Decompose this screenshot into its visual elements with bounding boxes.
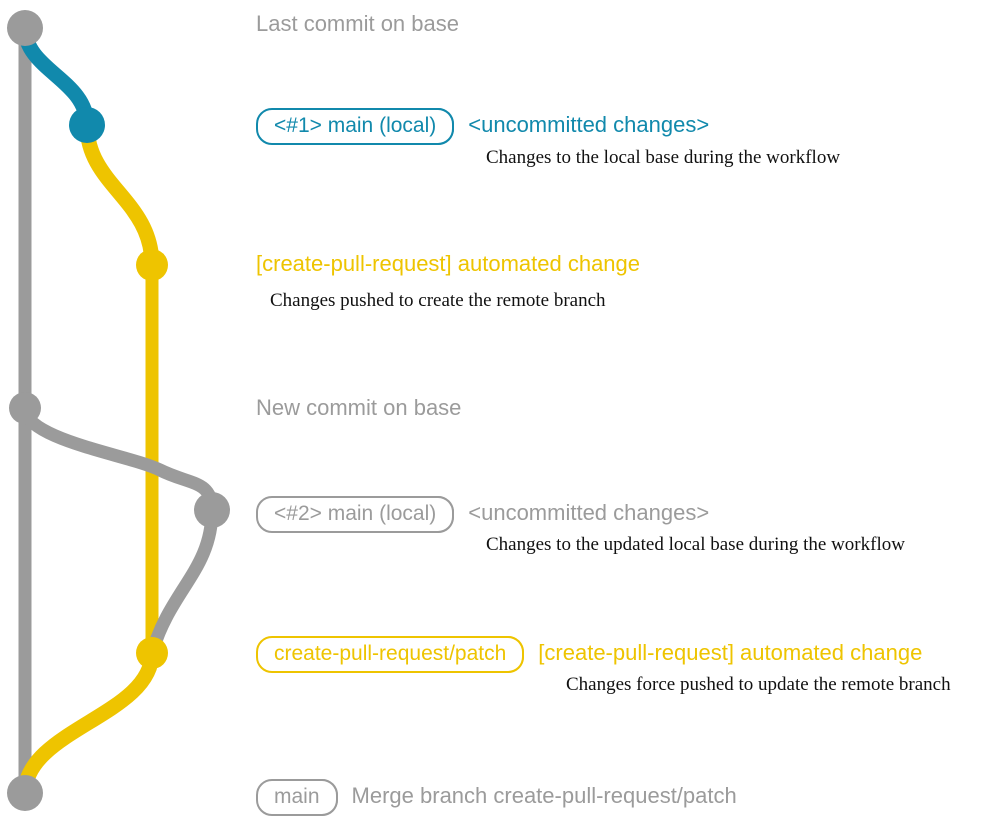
commit-row-last-commit-on-base: Last commit on base <box>256 11 459 36</box>
base-to-local2-line <box>18 401 219 517</box>
branch-badge-main-local-2[interactable]: <#2> main (local) <box>256 496 455 534</box>
local2-to-remote2-line <box>145 503 219 660</box>
branch-badge-main[interactable]: main <box>256 779 338 817</box>
commit-subject: Last commit on base <box>256 11 459 36</box>
commit-row-local-uncommitted-2: <#2> main (local) <uncommitted changes> <box>256 496 710 534</box>
commit-row-local-uncommitted-1: <#1> main (local) <uncommitted changes> <box>256 108 710 146</box>
commit-subject: New commit on base <box>256 395 462 420</box>
commit-node-remote-automated-change-2[interactable] <box>136 637 168 669</box>
commit-row-new-commit-on-base: New commit on base <box>256 395 462 420</box>
commit-node-local-uncommitted-2[interactable] <box>194 492 230 528</box>
commit-note-remote-automated-change-2: Changes force pushed to update the remot… <box>566 674 951 695</box>
branch-badge-label: main <box>274 785 320 808</box>
remote-branch-line-upper <box>79 117 160 273</box>
commit-node-last-commit-on-base[interactable] <box>7 10 43 46</box>
branch-badge-label: <#2> main (local) <box>274 502 437 525</box>
commit-node-local-uncommitted-1[interactable] <box>69 107 105 143</box>
commit-node-remote-automated-change-1[interactable] <box>136 249 168 281</box>
branch-badge-main-local-1[interactable]: <#1> main (local) <box>256 108 455 146</box>
branch-badge-label: create-pull-request/patch <box>274 642 507 665</box>
commit-node-merge-commit[interactable] <box>7 775 43 811</box>
commit-row-remote-automated-change-2: create-pull-request/patch [create-pull-r… <box>256 636 923 674</box>
commit-note-remote-automated-change-1: Changes pushed to create the remote bran… <box>270 290 606 311</box>
commit-subject: [create-pull-request] automated change <box>538 640 923 665</box>
commit-row-merge-commit: main Merge branch create-pull-request/pa… <box>256 779 737 817</box>
commit-subject: Merge branch create-pull-request/patch <box>351 783 737 808</box>
commit-node-new-commit-on-base[interactable] <box>9 392 41 424</box>
commit-subject: <uncommitted changes> <box>468 500 710 525</box>
commit-row-remote-automated-change-1: [create-pull-request] automated change <box>256 251 641 276</box>
branch-badge-label: <#1> main (local) <box>274 114 437 137</box>
remote-to-merge-line <box>17 645 160 801</box>
branch-badge-create-pull-request-patch[interactable]: create-pull-request/patch <box>256 636 525 674</box>
commit-subject: [create-pull-request] automated change <box>256 251 641 276</box>
commit-subject: <uncommitted changes> <box>468 112 710 137</box>
commit-note-local-uncommitted-1: Changes to the local base during the wor… <box>486 147 841 168</box>
commit-note-local-uncommitted-2: Changes to the updated local base during… <box>486 534 905 555</box>
